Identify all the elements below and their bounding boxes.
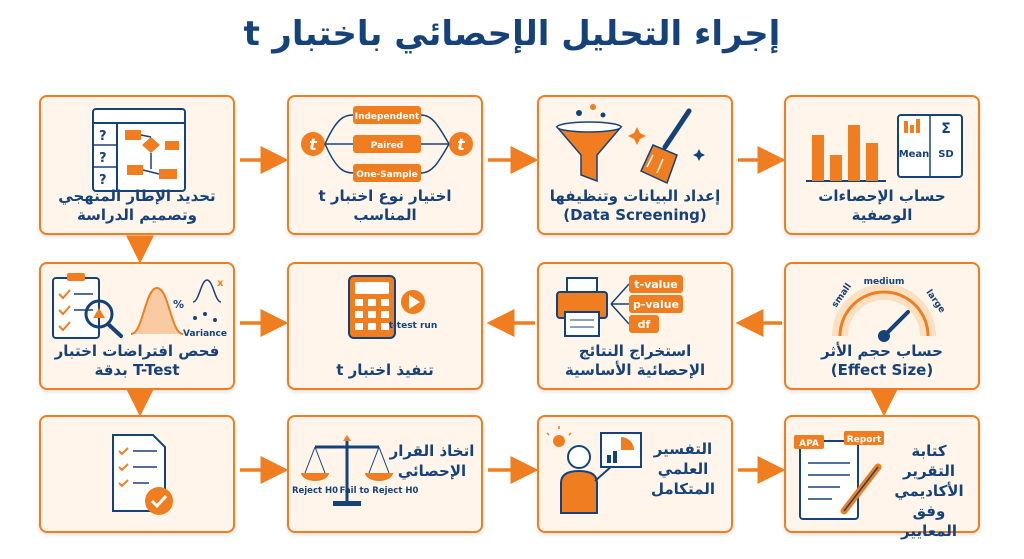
gauge-icon: small medium large xyxy=(830,277,947,342)
step-label: التفسير العلمي المتكامل xyxy=(651,440,715,498)
step-checklist xyxy=(39,415,235,533)
svg-text:?: ? xyxy=(99,151,107,166)
step-label: حساب الإحصاءات الوصفية xyxy=(818,187,946,224)
variance-label: Variance xyxy=(183,329,227,339)
checklist-icon xyxy=(112,434,173,515)
step-label: تحديد الإطار المنهجي وتصميم الدراسة xyxy=(58,187,216,224)
svg-text:?: ? xyxy=(99,173,107,188)
presenter-icon xyxy=(546,426,642,514)
step-label: إعداد البيانات وتنظيفها (Data Screening) xyxy=(549,187,721,224)
sigma-symbol: Σ xyxy=(941,121,951,137)
printer-icon: t-value p-value df xyxy=(556,275,683,337)
option-paired: Paired xyxy=(371,141,404,151)
step-data-screening: إعداد البيانات وتنظيفها (Data Screening) xyxy=(537,95,733,235)
step-label: حساب حجم الأثر (Effect Size) xyxy=(821,342,943,379)
percent-symbol: % xyxy=(173,298,184,311)
output-t-value: t-value xyxy=(634,278,677,291)
mean-label: Mean xyxy=(899,149,930,160)
step-label: اتخاذ القرار الإحصائي xyxy=(389,442,475,480)
t-symbol-right: t xyxy=(457,135,466,154)
report-icon: APA Report xyxy=(794,431,884,520)
assumptions-icon: % x Variance xyxy=(52,273,227,339)
output-df: df xyxy=(638,318,651,331)
scales-icon: Reject H0 Fail to Reject H0 xyxy=(292,435,419,506)
option-independent: Independent xyxy=(355,112,420,122)
bar-chart-icon: Σ Mean SD xyxy=(806,114,963,182)
step-label: استخراج النتائج الإحصائية الأساسية xyxy=(564,342,706,379)
step-effect-size: small medium large حساب حجم الأثر (Effec… xyxy=(784,262,980,390)
calculator-icon: t-test run xyxy=(348,275,438,339)
step-write-report: APA Report كتابة التقرير الأكاديمي وفق ا… xyxy=(784,415,980,540)
apa-tag: APA xyxy=(799,439,819,449)
step-label: كتابة التقرير الأكاديمي وفق المعايير xyxy=(894,442,964,540)
step-extract-results: t-value p-value df استخراج النتائج الإحص… xyxy=(537,262,733,390)
t-symbol-left: t xyxy=(309,135,318,154)
x-mark: x xyxy=(217,278,224,289)
run-label: t-test run xyxy=(389,321,438,331)
step-define-framework: ? ? ? تحديد الإطار المنهجي وتصميم الدراس… xyxy=(39,95,235,235)
fail-to-reject-h0-label: Fail to Reject H0 xyxy=(340,486,419,496)
medium-label: medium xyxy=(864,277,905,287)
t-test-types-icon: t t Independent Paired One-Sample xyxy=(301,106,473,182)
step-scientific-interpretation: التفسير العلمي المتكامل xyxy=(537,415,733,533)
output-p-value: p-value xyxy=(633,298,679,311)
report-tag: Report xyxy=(847,435,882,445)
step-statistical-decision: Reject H0 Fail to Reject H0 اتخاذ القرار… xyxy=(287,415,483,533)
step-choose-t-type: t t Independent Paired One-Sample اختيار… xyxy=(287,95,483,235)
step-label: تنفيذ اختبار t xyxy=(336,361,434,379)
sd-label: SD xyxy=(938,149,954,160)
page-title: إجراء التحليل الإحصائي باختبار t xyxy=(243,14,781,54)
step-descriptive-stats: Σ Mean SD حساب الإحصاءات الوصفية xyxy=(784,95,980,235)
option-one-sample: One-Sample xyxy=(356,170,417,180)
svg-text:?: ? xyxy=(99,129,107,144)
reject-h0-label: Reject H0 xyxy=(292,486,338,496)
step-run-t-test: t-test run تنفيذ اختبار t xyxy=(287,262,483,390)
step-check-assumptions: % x Variance فحص افتراضات اختبار T-Test … xyxy=(39,262,235,390)
step-label: اختيار نوع اختبار t المناسب xyxy=(318,187,452,224)
flowchart-icon: ? ? ? xyxy=(92,108,186,192)
funnel-broom-icon xyxy=(555,104,705,185)
step-label: فحص افتراضات اختبار T-Test بدقة xyxy=(54,342,220,379)
